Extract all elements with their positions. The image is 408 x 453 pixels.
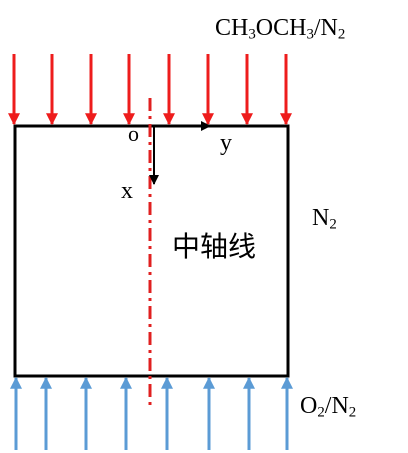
top-inlet-arrows — [7, 54, 292, 126]
top-inlet-label: CH3OCH3/N2 — [215, 15, 346, 43]
center-axis-label: 中轴线 — [172, 230, 257, 263]
bottom-inlet-arrows — [10, 376, 293, 450]
y-axis-label: y — [220, 130, 232, 156]
origin-label: o — [128, 121, 139, 146]
side-gas-label: N2 — [312, 205, 337, 233]
bottom-inlet-label: O2/N2 — [300, 393, 357, 421]
x-axis-label: x — [121, 178, 133, 204]
